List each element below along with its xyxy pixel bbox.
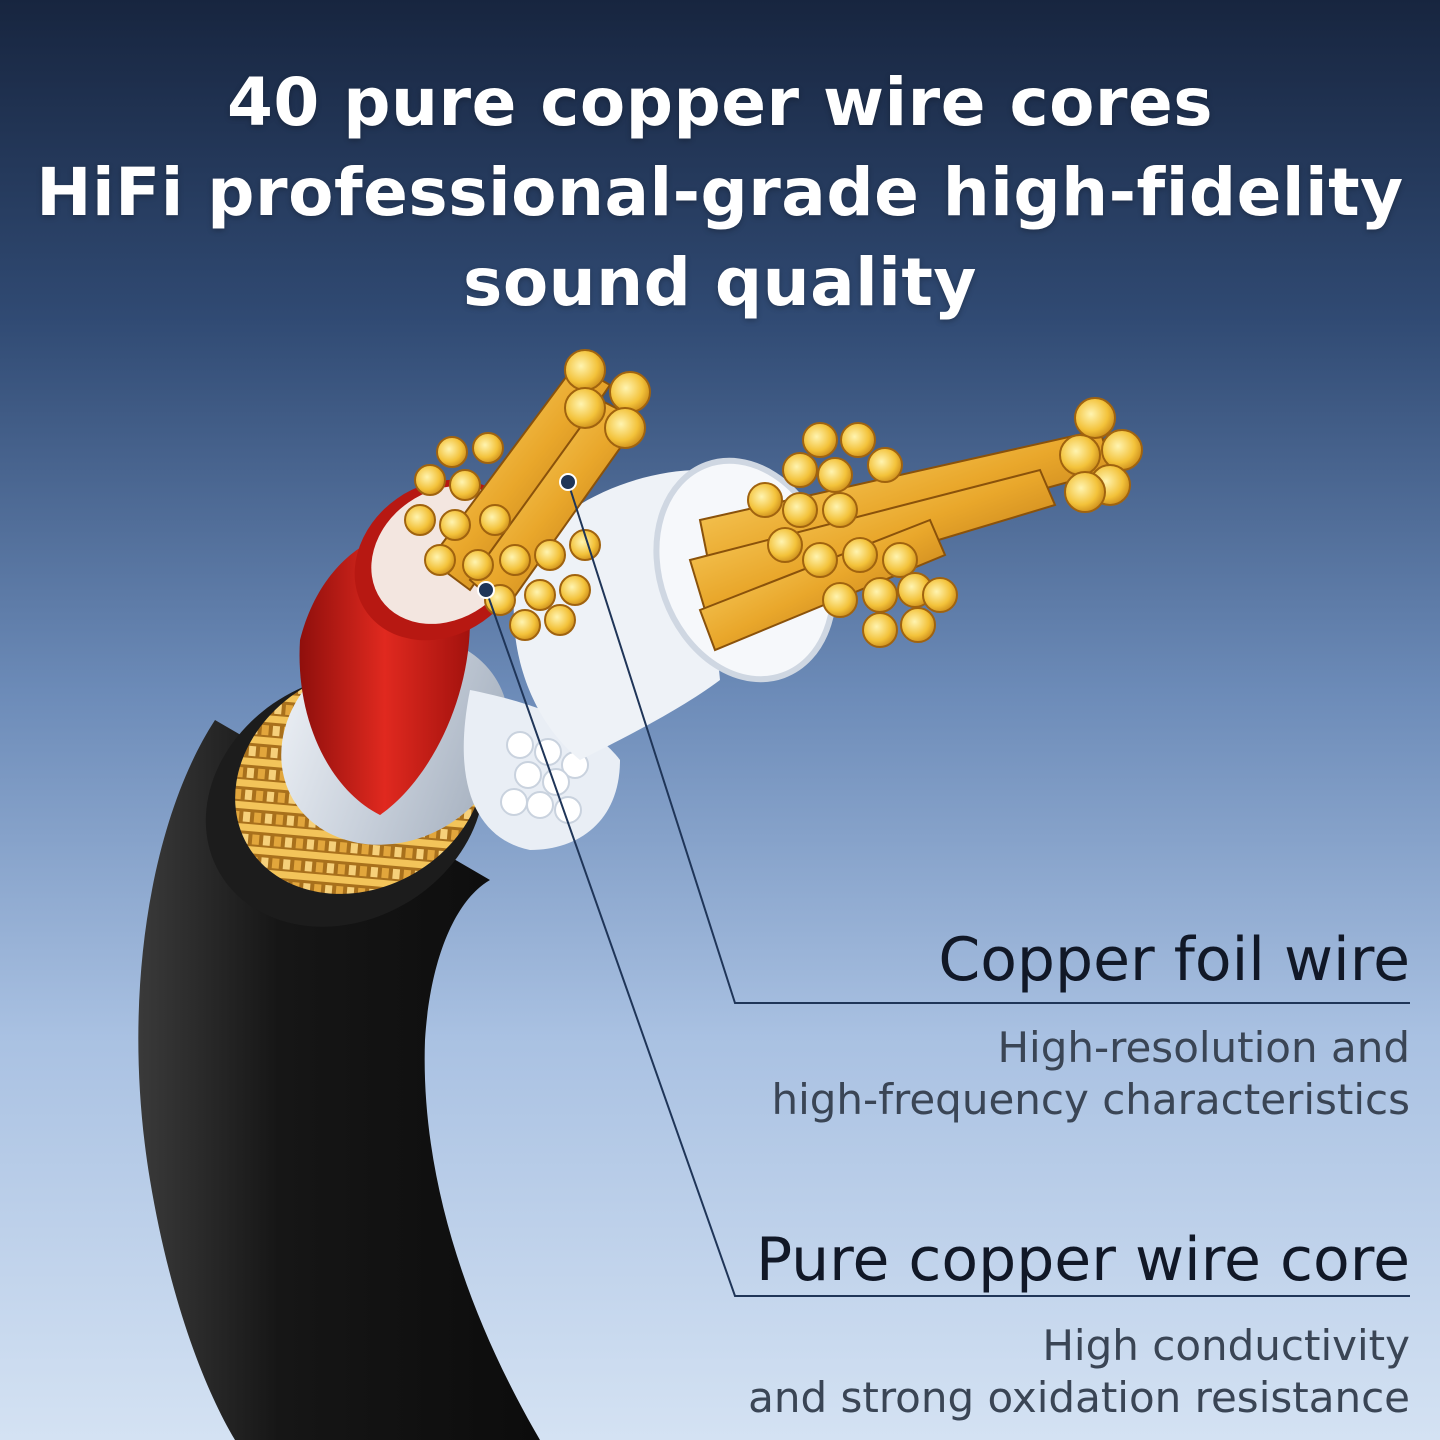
leader-line-pure-copper	[485, 589, 1410, 1297]
callout-desc-pure-copper: High conductivity and strong oxidation r…	[748, 1320, 1410, 1424]
callout-desc-line: High conductivity	[1042, 1321, 1410, 1370]
headline-line-1: 40 pure copper wire cores	[226, 64, 1214, 141]
callout-desc-copper-foil: High-resolution and high-frequency chara…	[771, 1022, 1410, 1126]
callout-title-pure-copper: Pure copper wire core	[755, 1225, 1410, 1295]
headline-line-2: HiFi professional-grade high-fidelity	[36, 154, 1404, 231]
headline-line-3: sound quality	[463, 244, 977, 321]
callout-desc-line: and strong oxidation resistance	[748, 1373, 1410, 1422]
callout-title-copper-foil: Copper foil wire	[938, 925, 1410, 995]
headline: 40 pure copper wire cores HiFi professio…	[0, 58, 1440, 328]
callout-desc-line: High-resolution and	[997, 1023, 1410, 1072]
callout-desc-line: high-frequency characteristics	[771, 1075, 1410, 1124]
leader-line-copper-foil	[567, 481, 1410, 1004]
